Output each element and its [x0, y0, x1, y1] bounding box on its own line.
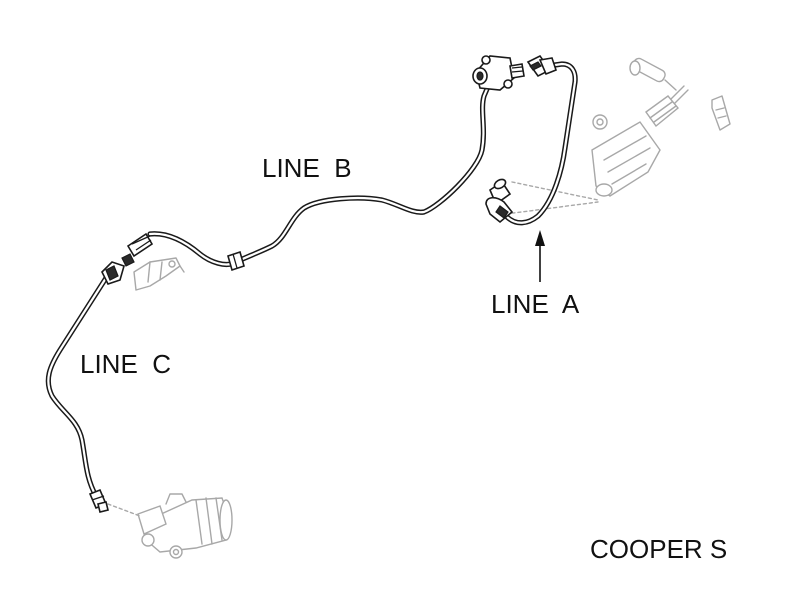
line-b-top-fitting [472, 55, 525, 91]
slave-cylinder-ghost [107, 493, 233, 559]
line-b-end-connector [121, 232, 154, 267]
label-line-c: LINE C [80, 349, 171, 379]
label-model: COOPER S [590, 534, 727, 564]
line-b-mid-connector [227, 250, 245, 272]
line-b-pipe [147, 79, 493, 268]
line-c-pipe [45, 275, 109, 499]
line-c-top-fitting [101, 261, 125, 285]
line-a-top-fitting [526, 54, 557, 78]
line-a-pointer-arrow [535, 230, 545, 282]
line-bracket-ghost [133, 257, 185, 291]
line-c-bottom-fitting [88, 488, 109, 513]
master-cylinder-ghost [505, 57, 731, 215]
line-a-pipe [503, 61, 578, 226]
line-a-elbow-fitting [485, 178, 514, 224]
label-line-a: LINE A [491, 289, 580, 319]
label-line-b: LINE B [262, 153, 352, 183]
